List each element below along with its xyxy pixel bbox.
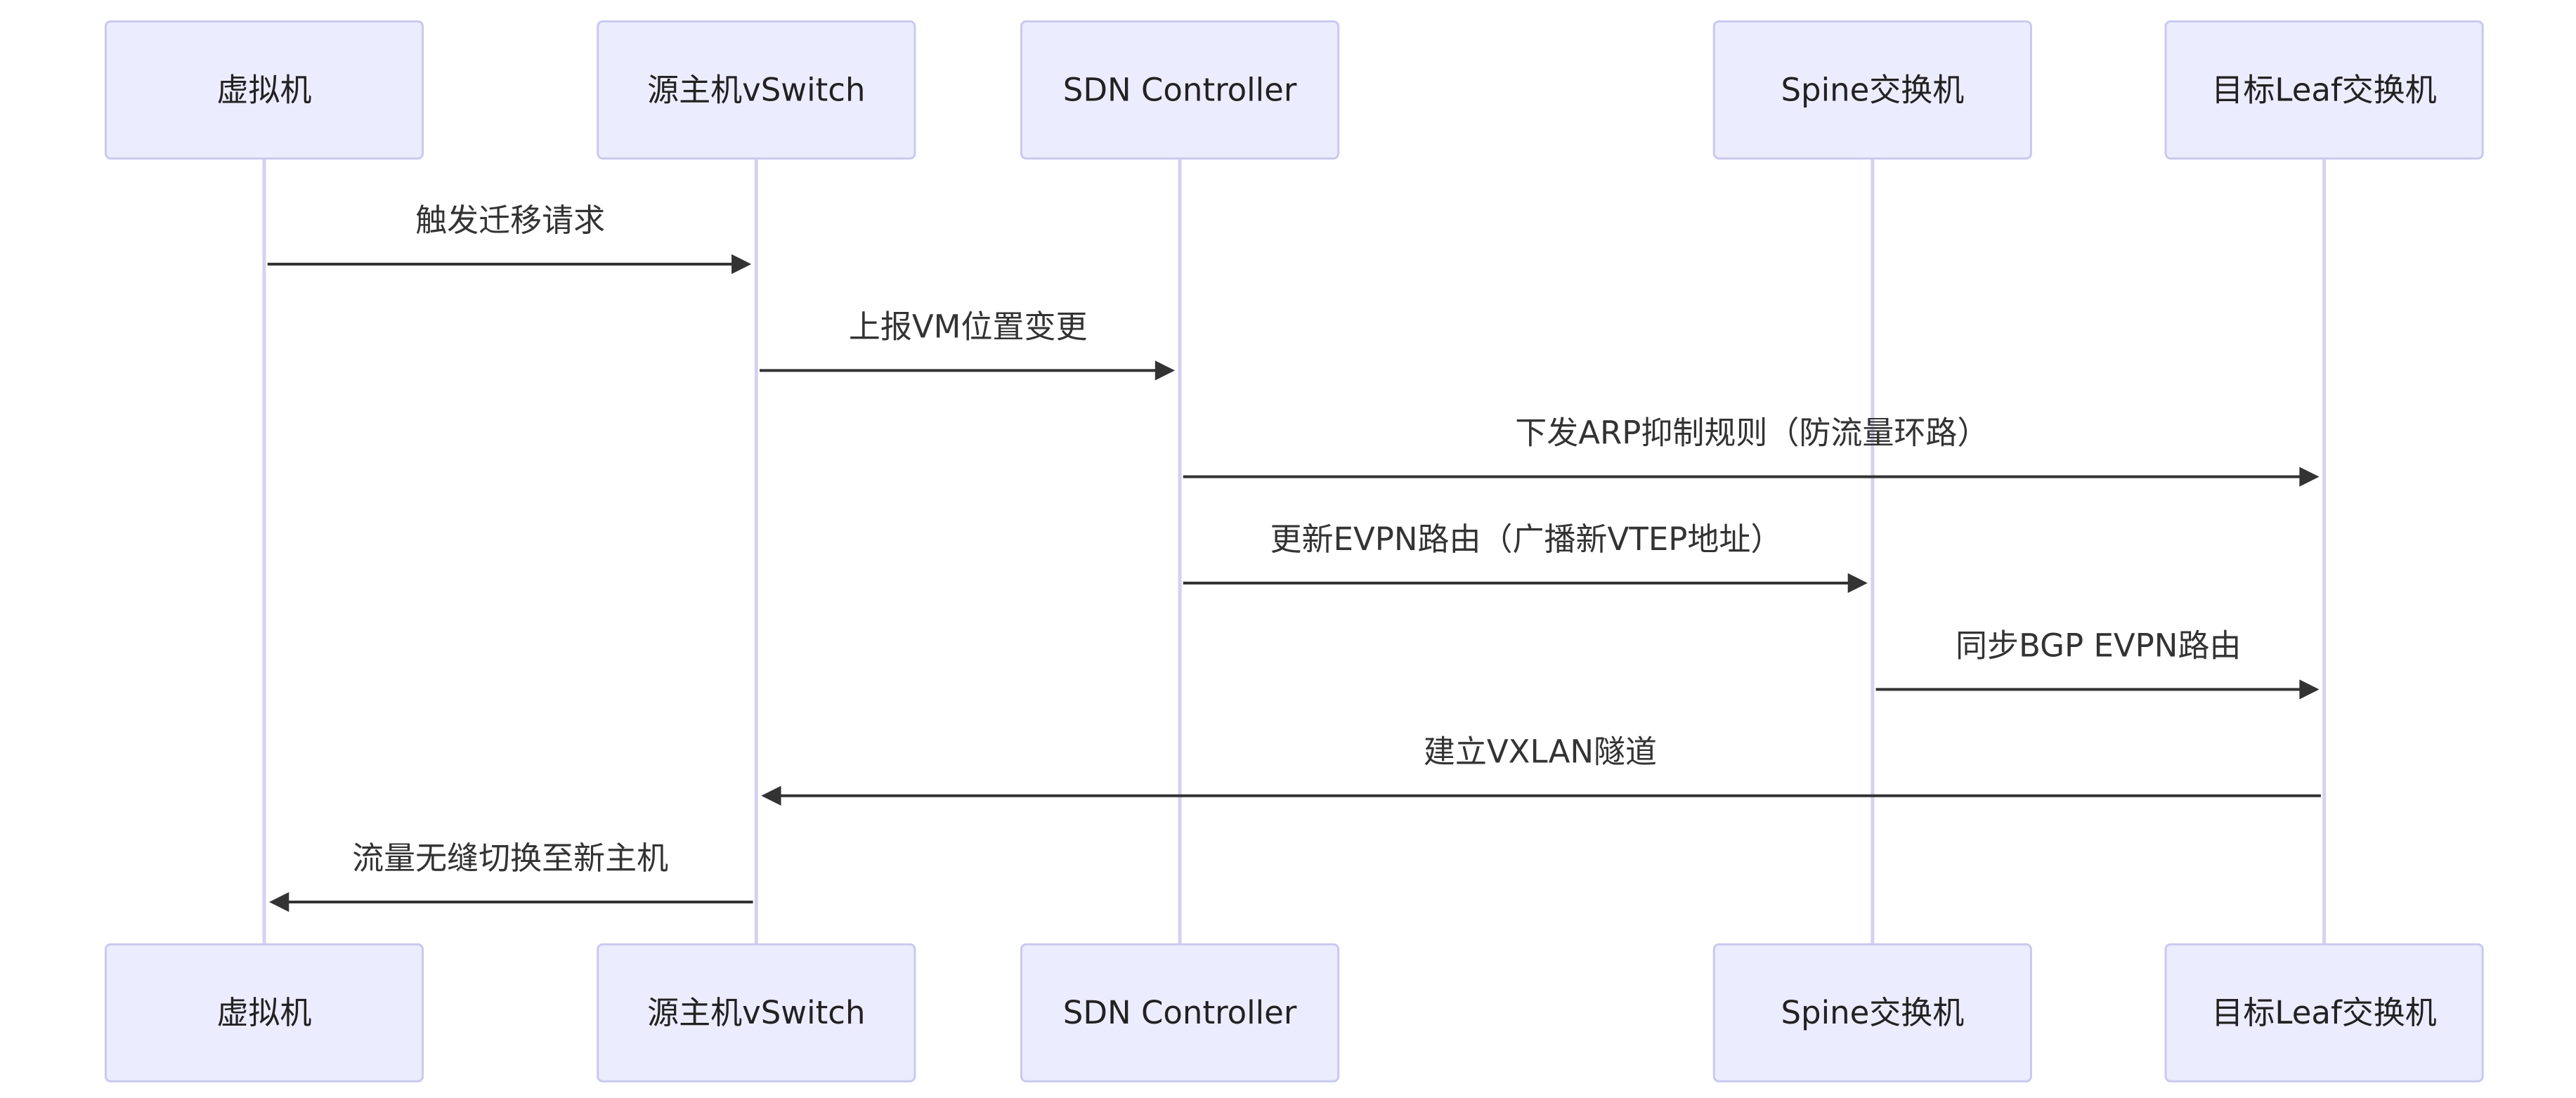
lifelines xyxy=(262,158,2327,945)
message-2: 上报VM位置变更 xyxy=(760,308,1176,381)
arrow-head-icon xyxy=(2299,466,2320,487)
actor-label: Spine交换机 xyxy=(1781,72,1964,109)
actor-box xyxy=(1020,20,1340,160)
actor-box xyxy=(2164,943,2484,1083)
actor-box xyxy=(1712,943,2033,1083)
arrow-head-icon xyxy=(2299,679,2320,700)
message-label: 上报VM位置变更 xyxy=(849,308,1088,345)
message-7: 流量无缝切换至新主机 xyxy=(269,839,753,913)
actor-box xyxy=(597,20,916,160)
message-label: 触发迁移请求 xyxy=(415,202,605,239)
actor-box xyxy=(597,943,916,1083)
message-label: 下发ARP抑制规则（防流量环路） xyxy=(1515,414,1989,452)
actor-label: Spine交换机 xyxy=(1781,994,1964,1031)
actor-top-sdn: SDN Controller xyxy=(1020,20,1340,160)
actor-label: 虚拟机 xyxy=(216,994,311,1031)
actor-bottom-src: 源主机vSwitch xyxy=(597,943,916,1083)
actor-label: 目标Leaf交换机 xyxy=(2211,72,2436,109)
arrow-head-icon xyxy=(761,785,781,806)
actor-label: 虚拟机 xyxy=(216,72,311,109)
actor-label: SDN Controller xyxy=(1063,72,1297,109)
arrow-head-icon xyxy=(269,891,290,913)
actor-label: 目标Leaf交换机 xyxy=(2211,994,2436,1031)
actor-box xyxy=(104,943,424,1083)
actor-bottom-spine: Spine交换机 xyxy=(1712,943,2033,1083)
message-label: 建立VXLAN隧道 xyxy=(1424,733,1657,771)
actor-top-src: 源主机vSwitch xyxy=(597,20,916,160)
actor-top-vm: 虚拟机 xyxy=(104,20,424,160)
actor-label: 源主机vSwitch xyxy=(647,994,865,1031)
actor-label: 源主机vSwitch xyxy=(647,72,865,109)
actor-top-spine: Spine交换机 xyxy=(1712,20,2033,160)
actor-top-leaf: 目标Leaf交换机 xyxy=(2164,20,2484,160)
message-6: 建立VXLAN隧道 xyxy=(761,733,2321,806)
actor-label: SDN Controller xyxy=(1063,994,1297,1031)
actor-bottom-leaf: 目标Leaf交换机 xyxy=(2164,943,2484,1083)
arrow-head-icon xyxy=(731,254,752,275)
actor-bottom-vm: 虚拟机 xyxy=(104,943,424,1083)
message-3: 下发ARP抑制规则（防流量环路） xyxy=(1183,414,2320,487)
message-5: 同步BGP EVPN路由 xyxy=(1875,627,2320,700)
actor-box xyxy=(2164,20,2484,160)
actor-bottom-sdn: SDN Controller xyxy=(1020,943,1340,1083)
message-label: 流量无缝切换至新主机 xyxy=(352,839,668,877)
message-1: 触发迁移请求 xyxy=(267,202,752,275)
message-4: 更新EVPN路由（广播新VTEP地址） xyxy=(1183,521,1868,594)
actor-box xyxy=(104,20,424,160)
actors-bottom: 虚拟机 源主机vSwitch SDN Controller Spine交换机 目标Lea… xyxy=(104,943,2484,1083)
message-label: 更新EVPN路由（广播新VTEP地址） xyxy=(1270,521,1783,558)
message-label: 同步BGP EVPN路由 xyxy=(1956,627,2241,664)
actor-box xyxy=(1712,20,2033,160)
actors-top: 虚拟机 源主机vSwitch SDN Controller Spine交换机 目标Lea… xyxy=(104,20,2484,160)
actor-box xyxy=(1020,943,1340,1083)
arrow-head-icon xyxy=(1847,573,1868,594)
arrow-head-icon xyxy=(1154,360,1176,381)
